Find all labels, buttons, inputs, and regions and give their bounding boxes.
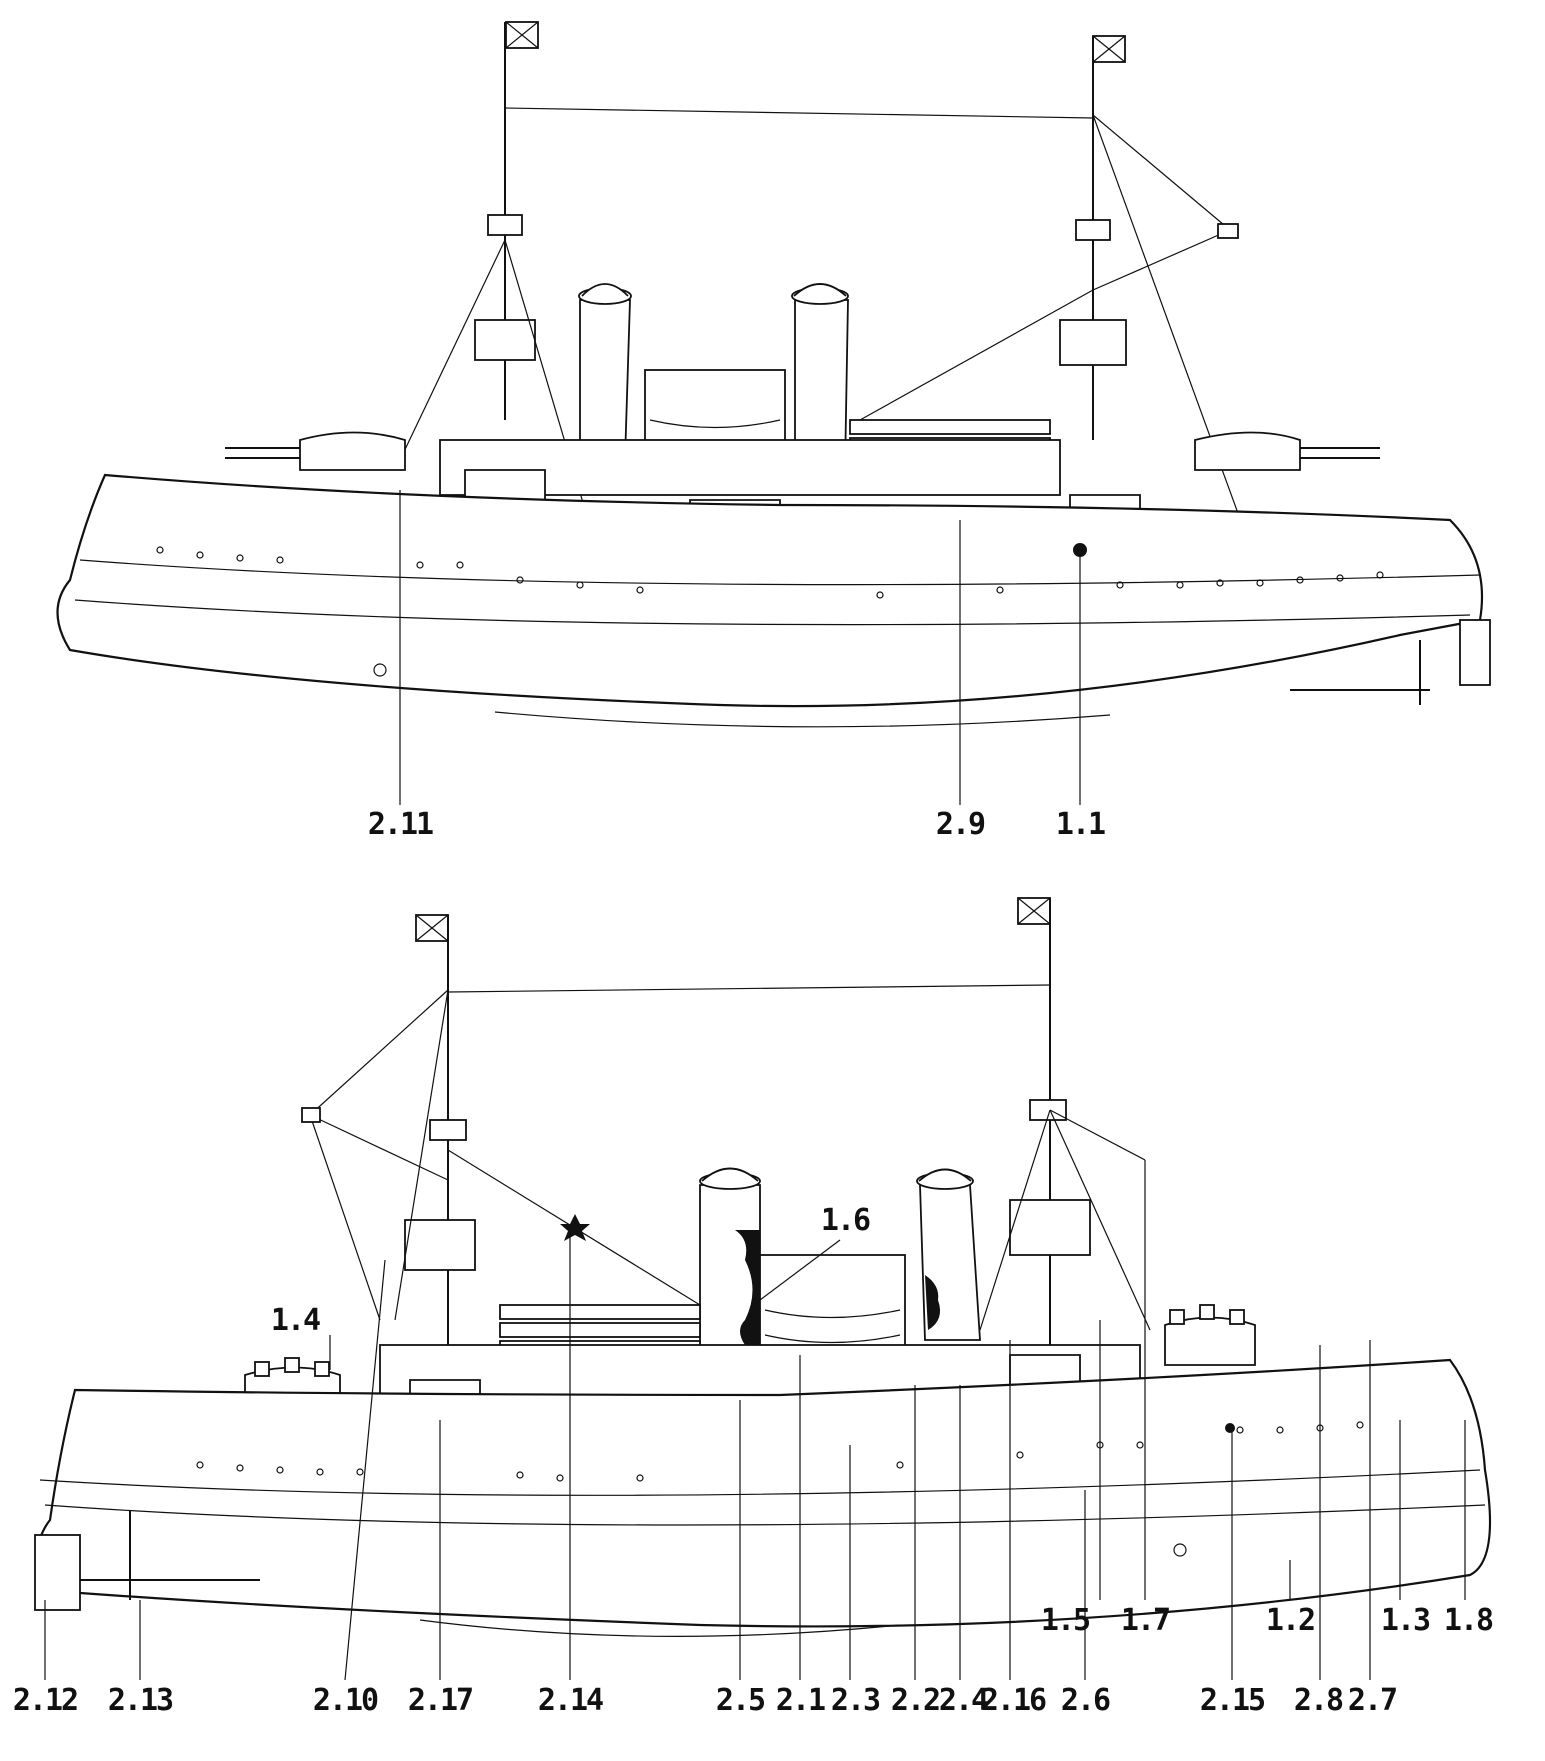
label-1-5: 1.5 (1041, 1603, 1090, 1638)
upper-hull (56, 473, 1484, 708)
label-1-2: 1.2 (1266, 1603, 1314, 1638)
label-2-17: 2.17 (408, 1683, 472, 1718)
label-1-4: 1.4 (271, 1303, 320, 1338)
label-1-8: 1.8 (1444, 1603, 1493, 1638)
label-2-8: 2.8 (1294, 1683, 1343, 1718)
lower-aft-mast (301, 915, 701, 1380)
label-1-7: 1.7 (1121, 1603, 1169, 1638)
label-2-15: 2.15 (1200, 1683, 1265, 1718)
label-2-12: 2.12 (13, 1683, 77, 1718)
lower-fore-turret (1164, 1304, 1256, 1366)
upper-fore-turret (225, 431, 406, 471)
upper-fore-funnel (578, 283, 632, 461)
upper-aft-turret (1194, 431, 1380, 471)
label-2-7: 2.7 (1348, 1683, 1396, 1718)
upper-portholes (156, 543, 1384, 677)
lower-fore-funnel (916, 1168, 981, 1341)
lower-mast-stay (447, 984, 1051, 993)
label-2-10: 2.10 (313, 1683, 378, 1718)
label-1-6: 1.6 (821, 1203, 870, 1238)
label-1-3: 1.3 (1381, 1603, 1430, 1638)
label-2-13: 2.13 (108, 1683, 173, 1718)
lower-ship-view (34, 897, 1492, 1681)
lower-hull (35, 1358, 1492, 1628)
lower-aft-funnel (699, 1167, 761, 1351)
lower-aft-flag (415, 914, 449, 942)
label-2-5: 2.5 (716, 1683, 765, 1718)
upper-fore-flag (505, 21, 539, 49)
upper-aft-flag (1092, 35, 1126, 63)
label-2-9: 2.9 (936, 807, 985, 842)
label-2-4: 2.4 (939, 1683, 988, 1718)
lower-aft-turret (244, 1357, 341, 1396)
label-2-1: 2.1 (776, 1683, 825, 1718)
lower-fore-flag (1017, 897, 1051, 925)
lower-fore-mast (979, 898, 1151, 1360)
label-2-2: 2.2 (891, 1683, 939, 1718)
label-1-1: 1.1 (1056, 807, 1105, 842)
upper-ship-view (56, 21, 1491, 805)
label-2-6: 2.6 (1061, 1683, 1110, 1718)
label-2-3: 2.3 (831, 1683, 880, 1718)
upper-aft-mast (859, 36, 1256, 561)
upper-aft-funnel (791, 283, 849, 471)
label-2-16: 2.16 (981, 1683, 1046, 1718)
label-2-14: 2.14 (538, 1683, 603, 1718)
label-2-11: 2.11 (368, 807, 433, 842)
upper-mast-stay (504, 107, 1094, 119)
